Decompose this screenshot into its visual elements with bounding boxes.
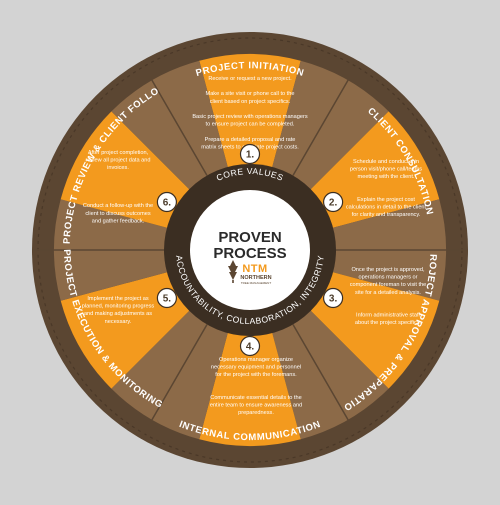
center-title-line1: PROVEN	[218, 229, 281, 246]
step-text-line: After project completion,	[88, 150, 149, 156]
step-number: 6.	[163, 198, 172, 209]
step-text-line: calculations in detail to the client	[346, 205, 427, 211]
step-badge-circle	[156, 287, 177, 309]
step-text-line: necessary.	[105, 319, 132, 325]
stage-divider	[292, 324, 360, 440]
step-text-line: entire team to ensure awareness and	[210, 403, 302, 409]
step-text-line: client based on project specifics.	[210, 99, 291, 105]
step-5-badge: 5.	[156, 287, 177, 309]
step-text-line: Prepare a detailed proposal and rate	[205, 137, 296, 143]
step-number: 2.	[329, 198, 338, 209]
step-4-description: Operations manager organize necessary equ…	[210, 357, 302, 416]
step-1-badge: 1.	[239, 143, 261, 165]
step-text-line: Make a site visit or phone call to the	[206, 91, 295, 97]
step-text-line: Explain the project cost	[357, 197, 415, 203]
step-text-line: planned, monitoring progress	[82, 304, 155, 310]
logo-mark: NTM	[242, 263, 267, 275]
step-5-description: Implement the project as planned, monitor…	[82, 296, 155, 325]
step-text-line: Once the project is approved,	[351, 267, 425, 273]
center-title-line2: PROCESS	[213, 245, 286, 262]
step-text-line: Inform administrative staff	[356, 313, 420, 319]
step-badge-circle	[156, 191, 177, 213]
step-3-description: Once the project is approved, operations …	[350, 267, 427, 326]
step-text-line: preparedness.	[238, 410, 274, 416]
step-text-line: Communicate essential details to the	[210, 395, 301, 401]
step-text-line: review all project data and	[86, 158, 151, 164]
step-text-line: Conduct a follow-up with the	[83, 203, 153, 209]
step-badge-circle	[239, 335, 261, 357]
step-text-line: operations managers or	[358, 275, 417, 281]
center-circle	[190, 190, 310, 310]
step-badge-circle	[323, 191, 344, 213]
step-badge-circle	[323, 287, 344, 309]
stage-divider	[140, 60, 208, 176]
step-text-line: Implement the project as	[87, 296, 148, 302]
step-text-line: necessary equipment and personnel	[211, 365, 301, 371]
step-6-description: After project completion, review all proj…	[83, 150, 153, 224]
step-text-line: to ensure project can be completed.	[206, 122, 295, 128]
tree-icon	[228, 260, 238, 283]
step-number: 4.	[246, 342, 255, 353]
step-text-line: site for a detailed analysis.	[355, 290, 421, 296]
step-text-line: about the project specifics.	[355, 320, 422, 326]
step-number: 1.	[246, 150, 255, 161]
step-text-line: Receive or request a new project.	[208, 76, 292, 82]
step-text-line: Basic project review with operations man…	[192, 114, 308, 120]
step-number: 3.	[329, 294, 338, 305]
logo-subtitle: TREE MANAGEMENT	[241, 281, 272, 285]
step-4-badge: 4.	[239, 335, 261, 357]
step-2-badge: 2.	[323, 191, 344, 213]
step-3-badge: 3.	[323, 287, 344, 309]
step-2-description: Schedule and conduct a in person visit/ph…	[346, 159, 427, 218]
step-text-line: Operations manager organize	[219, 357, 293, 363]
company-logo: NTM NORTHERN TREE MANAGEMENT	[228, 260, 272, 285]
step-text-line: invoices.	[107, 165, 129, 171]
step-text-line: for the project with the foremans.	[215, 372, 297, 378]
step-text-line: Schedule and conduct a in	[353, 159, 419, 165]
step-text-line: client to discuss outcomes	[85, 211, 150, 217]
stage-divider	[292, 60, 360, 176]
step-text-line: and making adjustments as	[84, 311, 152, 317]
step-text-line: and gather feedback.	[92, 218, 145, 224]
step-6-badge: 6.	[156, 191, 177, 213]
step-number: 5.	[163, 294, 172, 305]
step-text-line: for clarity and transparency.	[352, 212, 421, 218]
logo-name: NORTHERN	[240, 275, 271, 281]
step-text-line: person visit/phone call/teams	[350, 167, 422, 173]
step-text-line: component foreman to visit the	[350, 282, 427, 288]
stage-divider	[140, 324, 208, 440]
step-badge-circle	[239, 143, 261, 165]
step-text-line: meeting with the client.	[358, 174, 415, 180]
